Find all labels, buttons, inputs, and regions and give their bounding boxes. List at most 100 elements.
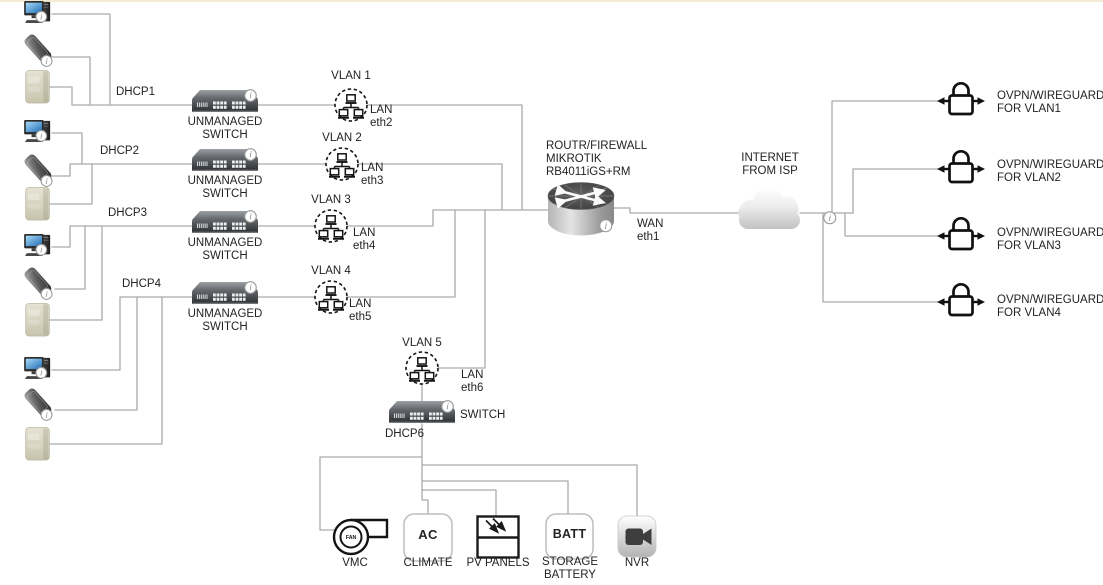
workstation-icon[interactable] xyxy=(24,234,50,256)
phone-icon[interactable] xyxy=(23,387,53,421)
label-line: LAN xyxy=(461,369,484,381)
vlan-node-5[interactable] xyxy=(405,351,439,385)
dhcp2-label: DHCP2 xyxy=(100,145,139,157)
appliance-icon[interactable] xyxy=(25,426,50,461)
vlan5-title: VLAN 5 xyxy=(402,337,442,349)
pv-panel-icon[interactable] xyxy=(476,515,520,559)
label-line: FOR VLAN1 xyxy=(997,103,1061,115)
connector-line xyxy=(47,163,71,177)
workstation-icon[interactable] xyxy=(24,1,50,23)
info-badge[interactable] xyxy=(823,211,837,225)
label-line: OVPN/WIREGUARD xyxy=(997,227,1103,239)
info-badge[interactable] xyxy=(599,219,613,233)
router-icon[interactable] xyxy=(547,182,615,236)
connector-line xyxy=(437,209,486,369)
battery-box[interactable] xyxy=(545,513,594,560)
vmc-fan-icon[interactable]: FAN xyxy=(332,518,389,556)
connector-line xyxy=(47,163,93,205)
phone-icon[interactable] xyxy=(23,266,53,300)
connector-line xyxy=(71,104,523,211)
vlan-node-4[interactable] xyxy=(314,280,348,314)
label-line: UNMANAGED xyxy=(187,308,263,320)
connector-line xyxy=(54,296,138,411)
unmanaged-switch-2-label: UNMANAGED SWITCH xyxy=(180,175,270,201)
label-line: INTERNET xyxy=(741,152,799,164)
phone-icon[interactable] xyxy=(23,33,53,67)
vpn-lock-icon-4[interactable] xyxy=(935,282,987,317)
unmanaged-switch-2[interactable] xyxy=(192,149,258,171)
connector-line xyxy=(47,296,163,445)
unmanaged-switch-4-label: UNMANAGED SWITCH xyxy=(180,308,270,334)
connector-line xyxy=(831,100,940,214)
fan-icon-text: FAN xyxy=(346,535,357,541)
unmanaged-switch-3[interactable] xyxy=(192,211,258,233)
vpn-label-1: OVPN/WIREGUARD FOR VLAN1 xyxy=(997,90,1103,116)
connectors xyxy=(47,13,940,531)
label-line: LAN xyxy=(361,162,384,174)
climate-label: CLIMATE xyxy=(403,557,453,569)
label-line: SWITCH xyxy=(202,188,248,200)
label-line: OVPN/WIREGUARD xyxy=(997,159,1103,171)
appliance-icon[interactable] xyxy=(25,186,50,221)
connector-line xyxy=(852,168,940,214)
workstation-icon[interactable] xyxy=(24,120,50,142)
connector-line xyxy=(51,225,71,248)
label-line: UNMANAGED xyxy=(187,237,263,249)
vlan-node-3[interactable] xyxy=(314,209,348,243)
label-line: eth2 xyxy=(370,117,393,129)
router-label: ROUTR/FIREWALL MIKROTIK RB4011iGS+RM xyxy=(546,140,647,179)
page-edge-line xyxy=(0,0,1103,2)
label-line: ROUTR/FIREWALL xyxy=(546,140,648,152)
label-line: STORAGE xyxy=(541,556,599,568)
vpn-lock-icon-1[interactable] xyxy=(935,81,987,116)
workstation-icon[interactable] xyxy=(24,357,50,379)
label-line: eth4 xyxy=(353,240,376,252)
label-line: SWITCH xyxy=(202,129,248,141)
connector-line xyxy=(319,456,423,531)
connector-line xyxy=(421,489,497,518)
label-line: FOR VLAN4 xyxy=(997,307,1061,319)
vpn-label-3: OVPN/WIREGUARD FOR VLAN3 xyxy=(997,227,1103,253)
vlan4-port-label: LAN eth5 xyxy=(349,298,371,324)
internet-cloud-icon[interactable] xyxy=(738,187,837,229)
label-line: FOR VLAN3 xyxy=(997,240,1061,252)
connector-line xyxy=(421,464,638,518)
vlan2-title: VLAN 2 xyxy=(322,132,362,144)
vlan2-port-label: LAN eth3 xyxy=(361,162,383,188)
vlan1-title: VLAN 1 xyxy=(331,70,371,82)
wan-port-label: WAN eth1 xyxy=(637,218,663,244)
phone-icon[interactable] xyxy=(23,153,53,187)
label-line: SWITCH xyxy=(202,321,248,333)
vlan3-title: VLAN 3 xyxy=(311,194,351,206)
vmc-label: VMC xyxy=(342,557,368,569)
dhcp3-label: DHCP3 xyxy=(108,207,147,219)
dhcp1-label: DHCP1 xyxy=(116,86,155,98)
label-line: OVPN/WIREGUARD xyxy=(997,294,1103,306)
unmanaged-switch-4[interactable] xyxy=(192,282,258,304)
connector-line xyxy=(421,480,569,516)
unmanaged-switch-3-label: UNMANAGED SWITCH xyxy=(180,237,270,263)
vpn-label-4: OVPN/WIREGUARD FOR VLAN4 xyxy=(997,294,1103,320)
vpn-lock-icon-3[interactable] xyxy=(935,216,987,251)
appliance-icon[interactable] xyxy=(25,69,50,104)
vlan-node-1[interactable] xyxy=(334,88,368,122)
appliance-icon[interactable] xyxy=(25,302,50,337)
unmanaged-switch-1[interactable] xyxy=(192,90,258,112)
pv-panels-label: PV PANELS xyxy=(466,557,530,569)
label-line: SWITCH xyxy=(202,250,248,262)
vpn-lock-icon-2[interactable] xyxy=(935,149,987,184)
internet-label: INTERNET FROM ISP xyxy=(725,152,815,178)
storage-battery-label: STORAGE BATTERY xyxy=(525,556,615,582)
unmanaged-switch-1-label: UNMANAGED SWITCH xyxy=(180,116,270,142)
connector-line xyxy=(49,56,91,106)
vlan5-port-label: LAN eth6 xyxy=(461,369,483,395)
label-line: LAN xyxy=(349,298,372,310)
connector-line xyxy=(613,207,742,214)
vlan5-switch[interactable] xyxy=(389,401,455,423)
nvr-camera-icon[interactable] xyxy=(617,515,657,558)
climate-ac-box[interactable] xyxy=(403,513,453,562)
vlan-node-2[interactable] xyxy=(325,147,359,181)
label-line: BATTERY xyxy=(544,569,596,581)
connector-line xyxy=(51,13,111,106)
